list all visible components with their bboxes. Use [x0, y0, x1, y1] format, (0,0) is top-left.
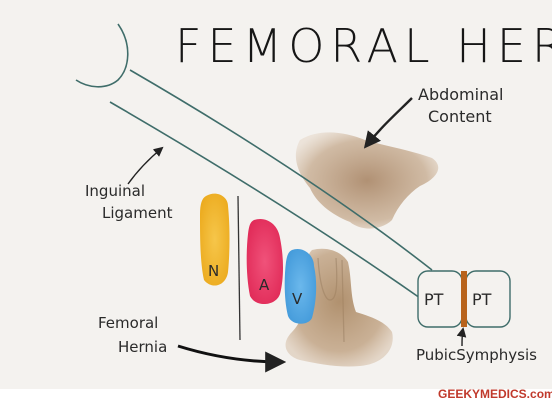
diagram-title: FEMORAL HERNIA: [175, 19, 552, 73]
femoral-hernia-label-line1: Femoral: [98, 314, 158, 332]
nerve-letter: N: [208, 262, 219, 280]
femoral-hernia-arrow: [178, 346, 282, 362]
pubic-tubercle-left-label: PT: [424, 290, 444, 309]
pubic-symphysis-label: PubicSymphysis: [416, 346, 537, 364]
abdominal-content-label-line2: Content: [428, 107, 492, 126]
femoral-sheath-line: [238, 196, 240, 340]
iliac-spine-curve: [76, 24, 128, 87]
pubic-symphysis-bar: [461, 271, 467, 327]
pubic-tubercle-right-label: PT: [472, 290, 492, 309]
inguinal-ligament-label-line2: Ligament: [102, 204, 173, 222]
inguinal-ligament-arrow: [128, 148, 162, 184]
femoral-vein: [285, 249, 316, 324]
vein-letter: V: [292, 290, 303, 308]
inguinal-ligament-label-line1: Inguinal: [85, 182, 145, 200]
watermark-logo: GEEKYMEDICS.com: [438, 387, 552, 401]
abdominal-content-label-line1: Abdominal: [418, 85, 503, 104]
artery-letter: A: [259, 276, 270, 294]
abdominal-content-arrow: [366, 98, 412, 146]
abdominal-content-blob: [296, 132, 438, 228]
femoral-hernia-label-line2: Hernia: [118, 338, 167, 356]
pubic-symphysis-arrow: [462, 329, 463, 346]
